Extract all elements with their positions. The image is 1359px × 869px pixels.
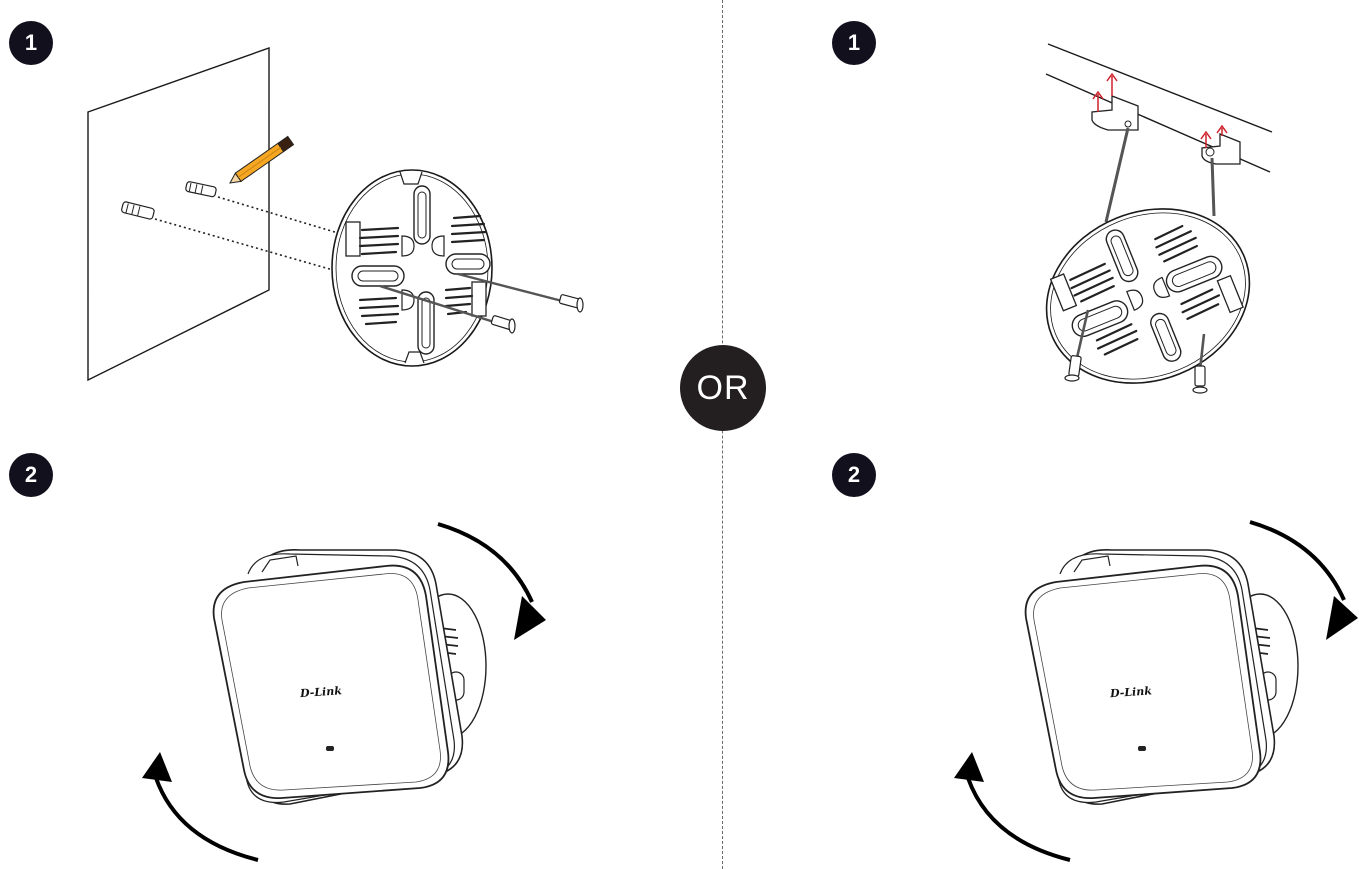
dashed-divider — [722, 0, 723, 869]
or-separator-badge: OR — [680, 345, 766, 431]
mounting-plate-ceiling — [1045, 208, 1251, 384]
lift-arrow-icon — [1092, 72, 1228, 148]
wall-panel — [87, 47, 270, 382]
rotate-arrow-icon — [154, 522, 534, 862]
ceiling-clip — [1091, 95, 1241, 165]
rotate-arrow-icon — [966, 520, 1346, 862]
mounting-plate-wall — [331, 169, 493, 367]
rotate-arrow-head — [954, 752, 984, 782]
status-led — [1138, 746, 1146, 751]
pencil-icon — [229, 135, 295, 184]
step-badge-ceiling-1: 1 — [832, 21, 876, 65]
step-badge-ceiling-2: 2 — [832, 453, 876, 497]
access-point-device-left: D-Link — [212, 549, 487, 805]
rotate-arrow-head — [1326, 596, 1358, 640]
access-point-device-right: D-Link — [1024, 549, 1299, 805]
status-led — [326, 746, 334, 751]
step-badge-wall-1: 1 — [9, 21, 53, 65]
screw-icon — [1064, 309, 1208, 394]
screw-icon — [379, 272, 584, 334]
device-brand-label: D-Link — [299, 684, 343, 700]
step-badge-wall-2: 2 — [9, 453, 53, 497]
rotate-arrow-head — [514, 596, 546, 640]
device-brand-label: D-Link — [1109, 684, 1153, 700]
wall-anchor-icon — [121, 181, 217, 220]
rotate-arrow-head — [142, 752, 172, 782]
